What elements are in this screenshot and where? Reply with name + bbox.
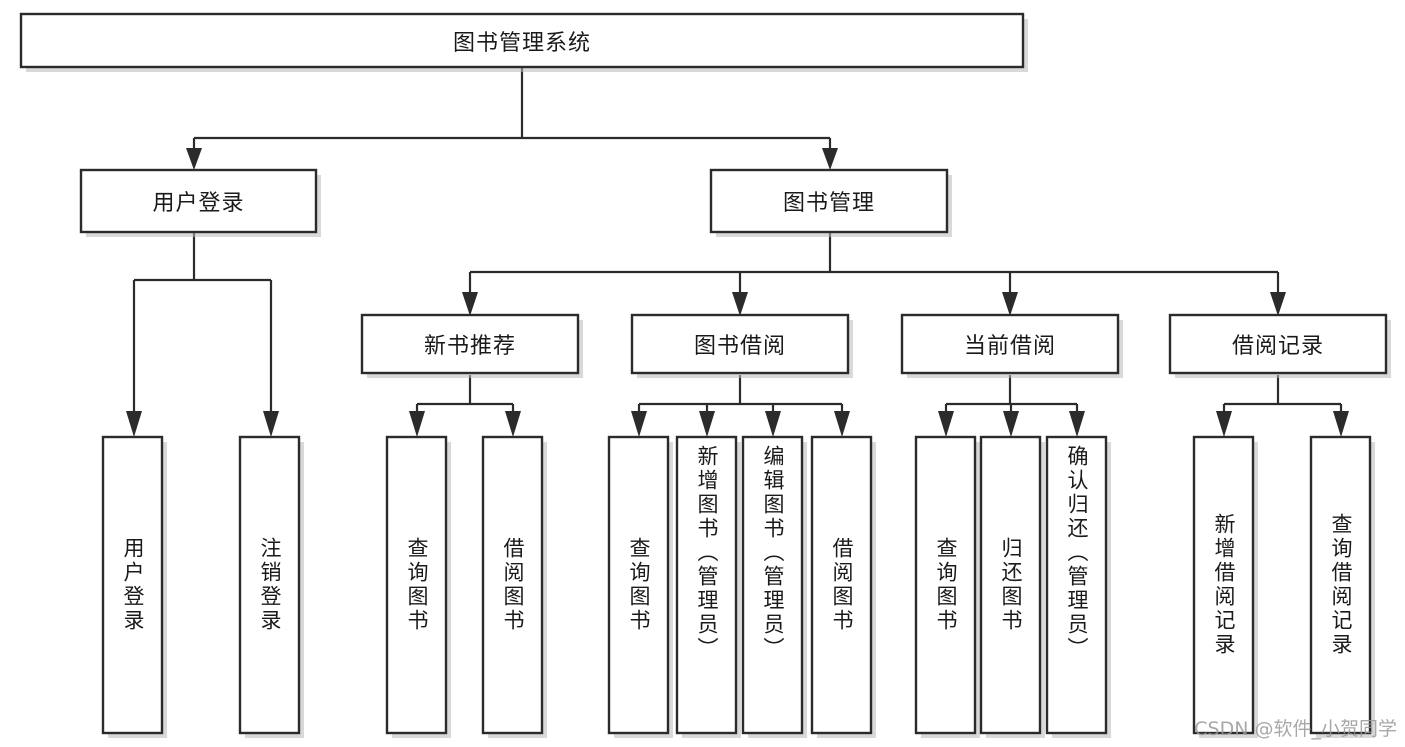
arrow-head-leaf-confirm-return <box>1069 411 1085 437</box>
arrow-head-leaf-query-book-3 <box>938 411 954 437</box>
arrow-head-borrow-record <box>1270 292 1286 316</box>
edge-layer <box>126 67 1349 437</box>
node-leaf-confirm-return-box[interactable] <box>1045 435 1108 735</box>
arrow-head-leaf-return-book <box>1003 411 1019 437</box>
node-new-book-rec-box[interactable] <box>360 313 580 375</box>
node-root-box[interactable] <box>19 12 1025 69</box>
arrow-head-leaf-borrow-book-2 <box>834 411 850 437</box>
node-leaf-edit-book-box[interactable] <box>741 435 804 735</box>
node-book-manage-box[interactable] <box>709 168 949 234</box>
arrow-head-leaf-query-book-2 <box>631 411 647 437</box>
arrow-head-leaf-add-record <box>1216 411 1232 437</box>
node-leaf-query-book-3-box[interactable] <box>914 435 977 735</box>
csdn-watermark: CSDN @软件_小贺同学 <box>1194 718 1397 740</box>
node-leaf-borrow-book-2-box[interactable] <box>810 435 873 735</box>
arrow-head-leaf-query-record <box>1333 411 1349 437</box>
node-borrow-record-box[interactable] <box>1168 313 1388 375</box>
node-user-login-box[interactable] <box>79 168 318 234</box>
node-leaf-add-book-box[interactable] <box>675 435 738 735</box>
arrow-head-leaf-user-login <box>126 411 142 437</box>
node-book-borrow-box[interactable] <box>630 313 850 375</box>
node-leaf-return-book-box[interactable] <box>979 435 1042 735</box>
arrow-head-leaf-query-book-1 <box>409 411 425 437</box>
arrow-head-book-manage <box>822 148 838 170</box>
node-leaf-borrow-book-1-box[interactable] <box>481 435 544 735</box>
node-leaf-user-login-box[interactable] <box>101 435 164 735</box>
arrow-head-user-login <box>186 148 202 170</box>
arrow-head-leaf-edit-book <box>765 411 781 437</box>
node-leaf-query-book-1-box[interactable] <box>385 435 448 735</box>
node-leaf-user-logout-box[interactable] <box>238 435 301 735</box>
arrow-head-leaf-borrow-book-1 <box>505 411 521 437</box>
arrow-head-current-borrow <box>1002 292 1018 316</box>
arrow-head-book-borrow <box>732 292 748 316</box>
node-leaf-add-record-box[interactable] <box>1192 435 1255 735</box>
node-current-borrow-box[interactable] <box>900 313 1120 375</box>
arrow-head-new-book-rec <box>462 292 478 316</box>
arrow-head-leaf-add-book <box>699 411 715 437</box>
node-leaf-query-record-box[interactable] <box>1309 435 1372 735</box>
arrow-head-leaf-user-logout <box>263 411 279 437</box>
node-layer <box>19 12 1391 738</box>
node-leaf-query-book-2-box[interactable] <box>607 435 670 735</box>
